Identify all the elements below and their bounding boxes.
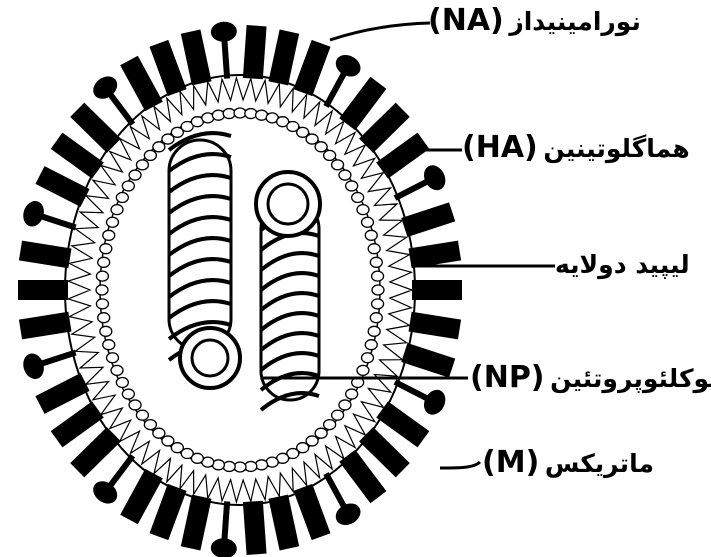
hemagglutinin-spike — [268, 30, 299, 86]
ribonucleoprotein-coil-left — [169, 133, 240, 388]
label-m-text: ماتریکس — [545, 449, 654, 478]
label-ha-text: هماگلوتینین — [543, 134, 689, 163]
hemagglutinin-spike — [409, 312, 462, 340]
matrix-protein-layer — [68, 78, 412, 502]
hemagglutinin-spike — [409, 241, 462, 269]
hemagglutinin-spike — [181, 30, 212, 86]
neuraminidase-spike — [210, 500, 240, 557]
label-lipid-bilayer: لیپید دولایه — [555, 250, 690, 279]
hemagglutinin-spike — [268, 495, 299, 551]
hemagglutinin-spike — [181, 495, 212, 551]
label-na-text: نورامینیداز — [509, 7, 641, 36]
label-np-text: نوکلئوپروتئین — [550, 364, 711, 393]
label-np-abbr: (NP) — [470, 360, 545, 395]
label-matrix: (M) ماتریکس — [482, 445, 654, 480]
hemagglutinin-spike — [243, 25, 267, 79]
label-m-abbr: (M) — [482, 445, 539, 480]
label-lipid-text: لیپید دولایه — [555, 250, 690, 279]
label-ha-abbr: (HA) — [462, 130, 538, 165]
neuraminidase-spike — [210, 21, 240, 80]
hemagglutinin-spike — [243, 501, 267, 555]
label-neuraminidase: (NA) نورامینیداز — [428, 3, 641, 38]
hemagglutinin-spike — [19, 241, 72, 269]
label-na-abbr: (NA) — [428, 3, 504, 38]
lipid-heads-ring — [96, 108, 384, 472]
glycoprotein-spikes — [18, 21, 462, 557]
hemagglutinin-spike — [18, 280, 68, 300]
label-hemagglutinin: (HA) هماگلوتینین — [462, 130, 690, 165]
ribonucleoprotein-coil-right — [256, 172, 320, 410]
hemagglutinin-spike — [19, 312, 72, 340]
hemagglutinin-spike — [412, 280, 462, 300]
label-nucleoprotein: (NP) نوکلئوپروتئین — [470, 360, 711, 395]
